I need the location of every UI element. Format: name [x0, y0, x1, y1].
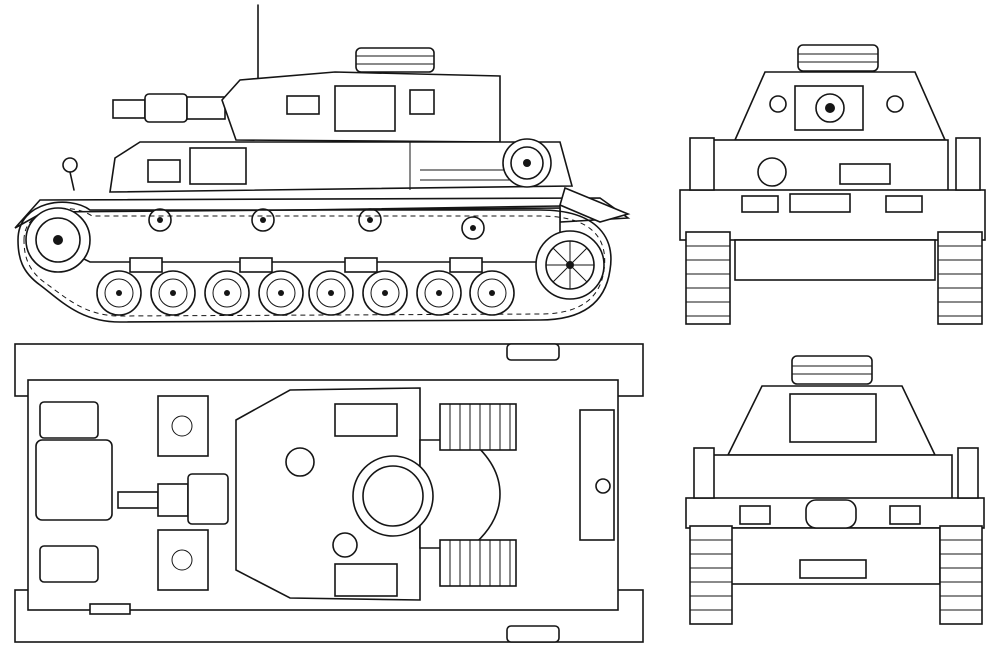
headlight: [62, 157, 78, 173]
rear-right-track: [939, 447, 983, 625]
side-view: [14, 4, 631, 323]
turret-vision-port: [286, 95, 320, 115]
front-left-track: [685, 137, 731, 325]
engine-hatch-left: [157, 395, 209, 457]
return-rollers: [148, 208, 485, 240]
front-driver-port: [757, 157, 787, 187]
main-gun: [112, 93, 226, 123]
front-right-track: [937, 137, 983, 325]
rear-exhaust: [805, 499, 857, 529]
front-view: [679, 44, 986, 325]
top-commander-cupola: [352, 455, 434, 537]
top-turret-port: [285, 447, 315, 477]
road-wheels: [96, 270, 515, 316]
track-outline: [17, 201, 612, 323]
front-cupola: [797, 44, 879, 72]
top-main-gun: [117, 473, 229, 525]
top-front-plate: [579, 409, 615, 541]
rear-cupola: [791, 355, 873, 385]
hull-vision-block: [147, 159, 181, 183]
rear-hull: [709, 454, 953, 500]
top-rear-plate: [35, 439, 113, 521]
top-turret-hatch-upper: [334, 403, 398, 437]
spare-road-wheel: [502, 138, 552, 188]
drive-sprocket: [25, 207, 91, 273]
front-glacis: [559, 186, 631, 223]
front-visor-slot: [839, 163, 891, 185]
top-front-grille-upper: [439, 403, 517, 451]
turret-side-hatch: [334, 85, 396, 132]
commander-cupola: [355, 47, 435, 73]
idler-wheel: [535, 230, 605, 300]
bogie-mounts: [129, 257, 483, 273]
front-hull: [711, 139, 949, 193]
top-turret-hatch-lower: [334, 563, 398, 597]
top-turret: [235, 387, 421, 601]
engine-hatch-right: [157, 529, 209, 591]
front-belly: [734, 239, 936, 281]
rear-left-track: [689, 447, 733, 625]
top-front-grille-lower: [439, 539, 517, 587]
top-view: [14, 343, 644, 643]
rear-view: [685, 355, 985, 625]
